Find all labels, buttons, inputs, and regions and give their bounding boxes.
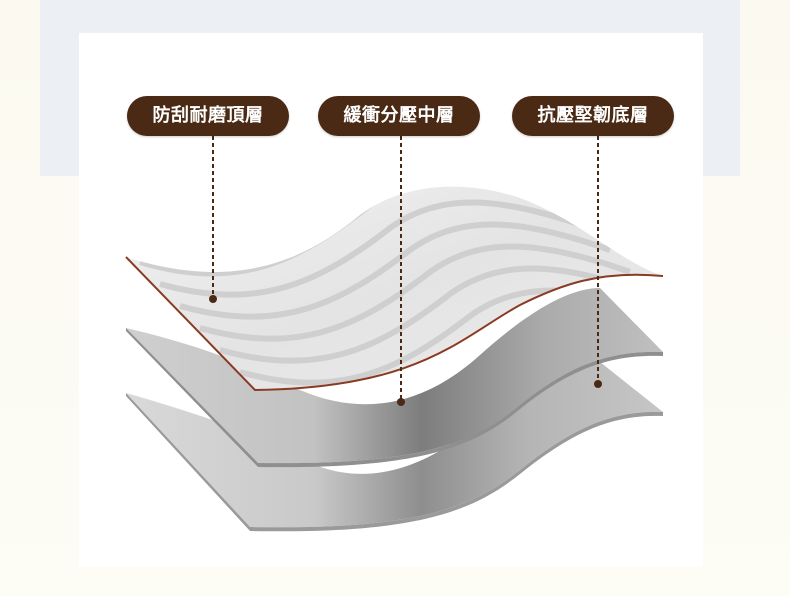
- leader-line-top: [209, 136, 217, 303]
- leader-line-middle: [397, 136, 405, 406]
- label-top-layer: 防刮耐磨頂層: [127, 96, 289, 136]
- leader-line-bottom: [594, 136, 602, 388]
- bottom-layer: [126, 362, 663, 532]
- middle-layer: [126, 288, 663, 468]
- label-bottom-layer: 抗壓堅韌底層: [512, 96, 674, 136]
- label-middle-layer: 緩衝分壓中層: [318, 96, 480, 136]
